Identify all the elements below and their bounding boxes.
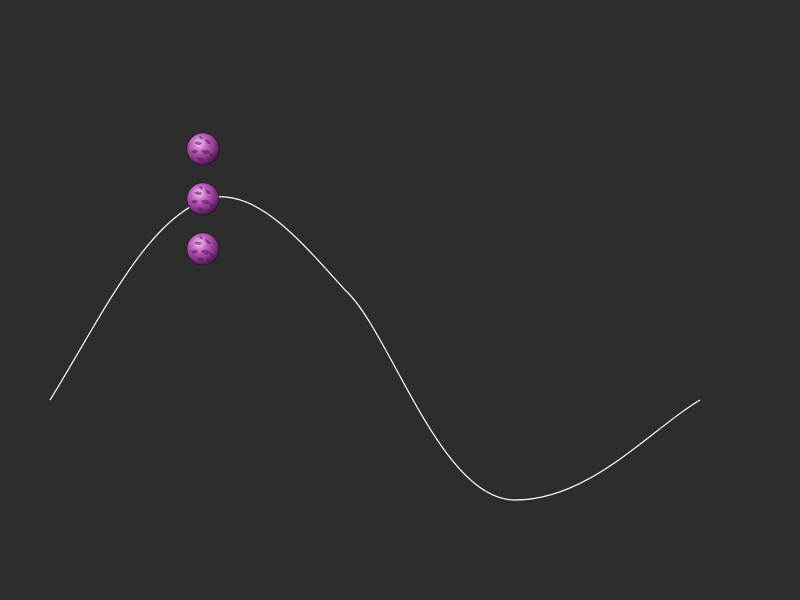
motion-path-curve [49,196,701,501]
textured-sphere-icon [186,132,220,166]
textured-sphere-icon [186,182,220,216]
balls-group [186,132,220,266]
textured-sphere-icon [186,232,220,266]
